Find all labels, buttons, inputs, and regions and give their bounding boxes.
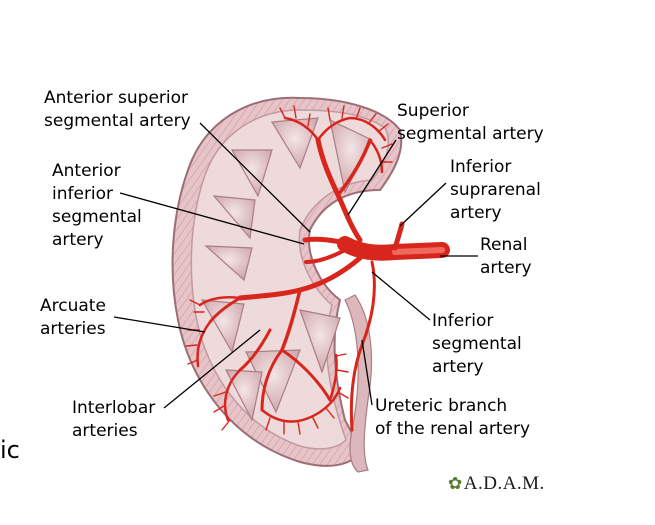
label-anterior-inferior-segmental-artery: Anterior inferior segmental artery bbox=[52, 160, 142, 252]
label-anterior-superior-segmental-artery: Anterior superior segmental artery bbox=[44, 87, 191, 133]
label-interlobar-arteries: Interlobar arteries bbox=[72, 397, 155, 443]
label-line: Superior bbox=[397, 101, 469, 121]
adam-logo-text: A.D.A.M. bbox=[463, 473, 545, 494]
label-line: Renal bbox=[480, 235, 528, 255]
label-line: segmental artery bbox=[397, 124, 544, 144]
cropped-text-fragment: ic bbox=[0, 436, 20, 464]
label-superior-segmental-artery: Superior segmental artery bbox=[397, 100, 544, 146]
label-line: Anterior superior bbox=[44, 88, 189, 108]
label-line: arteries bbox=[40, 319, 106, 339]
label-line: segmental bbox=[52, 207, 142, 227]
medullary-pyramids bbox=[200, 117, 373, 422]
label-line: Interlobar bbox=[72, 398, 156, 418]
leaf-icon: ✿ bbox=[448, 474, 463, 493]
label-line: Inferior bbox=[450, 157, 512, 177]
label-line: Inferior bbox=[432, 311, 494, 331]
label-line: of the renal artery bbox=[375, 419, 531, 439]
label-line: arteries bbox=[72, 421, 138, 441]
label-line: Arcuate bbox=[40, 296, 106, 316]
label-inferior-suprarenal-artery: Inferior suprarenal artery bbox=[450, 156, 541, 225]
label-line: artery bbox=[52, 230, 104, 250]
label-line: segmental artery bbox=[44, 111, 191, 131]
leader-lines bbox=[113, 122, 478, 409]
label-line: artery bbox=[450, 203, 502, 223]
arterial-tree bbox=[196, 116, 450, 432]
label-line: inferior bbox=[52, 184, 114, 204]
label-inferior-segmental-artery: Inferior segmental artery bbox=[432, 310, 522, 379]
label-line: segmental bbox=[432, 334, 522, 354]
adam-logo: ✿A.D.A.M. bbox=[448, 473, 545, 495]
label-line: suprarenal bbox=[450, 180, 541, 200]
label-line: artery bbox=[432, 357, 484, 377]
label-arcuate-arteries: Arcuate arteries bbox=[40, 295, 106, 341]
label-line: Ureteric branch bbox=[375, 396, 508, 416]
label-ureteric-branch: Ureteric branch of the renal artery bbox=[375, 395, 530, 441]
label-line: artery bbox=[480, 258, 532, 278]
label-line: Anterior bbox=[52, 161, 121, 181]
label-renal-artery: Renal artery bbox=[480, 234, 532, 280]
